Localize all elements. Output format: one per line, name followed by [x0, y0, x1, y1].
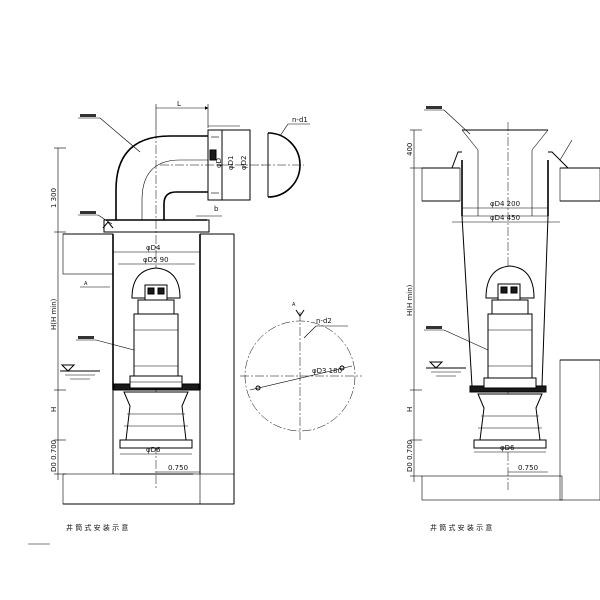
- dim-hmin: H(H min): [50, 298, 58, 330]
- dim-phiD4-200: φD4 200: [490, 200, 520, 208]
- flange-dims: φD φD1 φD2 b: [208, 125, 248, 213]
- dim-d0-right: D0 0.700: [406, 440, 414, 472]
- right-water-level: [426, 361, 466, 377]
- dim-phiD5-90: φD5 90: [143, 256, 169, 264]
- dim-n-d2: n-d2: [316, 317, 332, 325]
- dim-phiD1: φD1: [227, 156, 235, 170]
- left-caption: 井 筒 式 安 装 示 意: [66, 523, 128, 532]
- right-horizontal-dims: φD4 200 φD4 450 φD6 0.750: [452, 200, 560, 473]
- label-A-plan: A: [292, 302, 296, 308]
- right-soil: [421, 167, 600, 501]
- left-pump: [119, 267, 193, 449]
- dim-phiD6: φD6: [146, 446, 161, 454]
- right-view: 400 H(H min) H D0 0.700 φD4 200 φD4 450 …: [406, 106, 600, 532]
- dim-n-d1: n-d1: [292, 116, 308, 124]
- dim-1300: 1 300: [50, 188, 58, 208]
- right-caption: 井 筒 式 安 装 示 意: [430, 523, 492, 532]
- label-A-left: A: [84, 281, 88, 287]
- right-vertical-dims: 400 H(H min) H D0 0.700: [406, 129, 422, 482]
- dim-phiD3-180: φD3 180: [312, 367, 342, 375]
- base-plan-view: n-d2 φD3 180 A: [240, 302, 362, 440]
- left-vertical-dims: 1 300 H(H min) H D0 0.700: [50, 147, 66, 480]
- dim-0750: 0.750: [168, 464, 188, 472]
- dim-d0: D0 0.700: [50, 440, 58, 472]
- right-pump: [473, 265, 547, 449]
- dim-L: L: [177, 100, 181, 108]
- dim-0750-right: 0.750: [518, 464, 538, 472]
- left-soil: [62, 233, 235, 505]
- left-water-level: [60, 364, 100, 380]
- dim-h-right: H: [406, 407, 414, 412]
- dim-h: H: [50, 407, 58, 412]
- dim-phiD6-right: φD6: [500, 444, 515, 452]
- dim-phiD4: φD4: [146, 244, 161, 252]
- dim-phiD2: φD2: [240, 156, 248, 170]
- left-view: 1 300 H(H min) H D0 0.700 L φD φD1 φD2 b: [28, 100, 265, 545]
- flange-view: n-d1: [262, 116, 310, 198]
- left-leaders: A: [76, 114, 141, 351]
- dim-phiD: φD: [215, 158, 223, 168]
- discharge-elbow: [115, 129, 251, 220]
- dim-hmin-right: H(H min): [406, 284, 414, 316]
- left-horizontal-dims: φD4 φD5 90 φD6 0.750: [113, 244, 200, 473]
- dim-phiD4-450: φD4 450: [490, 214, 520, 222]
- dim-L-group: L: [155, 100, 209, 130]
- dim-400: 400: [406, 143, 414, 156]
- right-leaders: [424, 106, 573, 351]
- dim-b: b: [214, 205, 219, 213]
